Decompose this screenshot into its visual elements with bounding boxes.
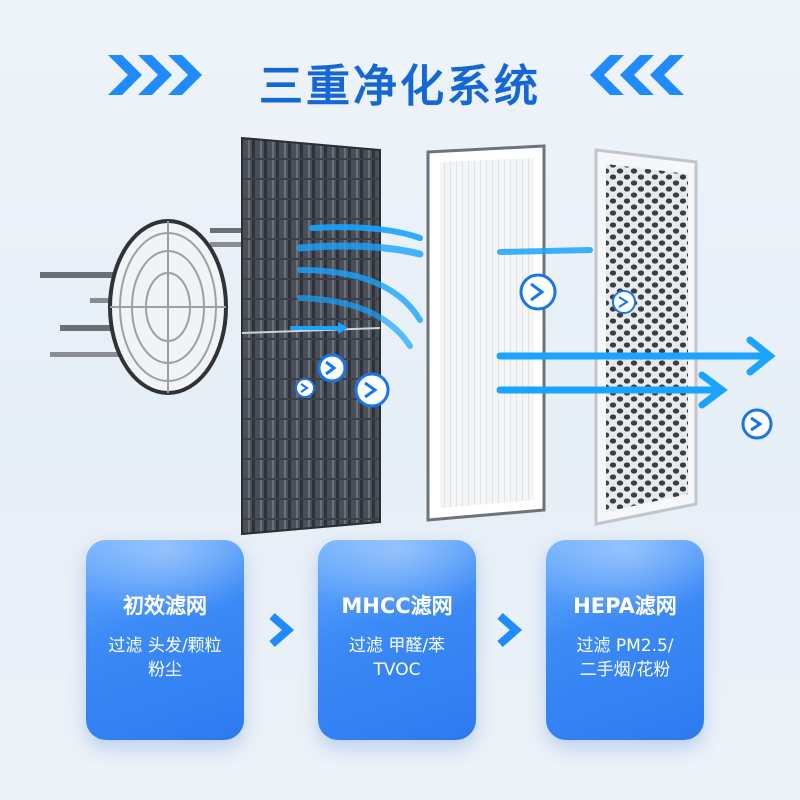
pre-filter-disc: [108, 219, 228, 395]
arrow-circle-icon: [295, 378, 315, 398]
filter-illustration: [40, 136, 776, 536]
card-title: 初效滤网: [123, 594, 207, 618]
arrow-circle-icon: [354, 372, 390, 408]
honeycomb-filter-panel: [594, 148, 698, 526]
card-desc-line: 粉尘: [148, 660, 182, 680]
page-title: 三重净化系统: [259, 61, 541, 112]
mhcc-filter-panel: [241, 136, 381, 536]
arrow-circle-icon: [741, 408, 773, 440]
chevron-right-icon: [108, 55, 202, 95]
card-pre-filter: 初效滤网 过滤 头发/颗粒 粉尘: [86, 540, 244, 740]
card-desc-line: 过滤 头发/颗粒: [108, 636, 222, 656]
card-title: MHCC滤网: [341, 594, 453, 618]
hepa-filter-panel: [426, 144, 546, 522]
chevron-right-icon: [497, 612, 523, 648]
card-desc-line: 二手烟/花粉: [579, 660, 671, 680]
card-mhcc-filter: MHCC滤网 过滤 甲醛/苯 TVOC: [318, 540, 476, 740]
card-desc-line: 过滤 PM2.5/: [576, 636, 674, 656]
arrow-circle-icon: [519, 273, 557, 311]
card-desc-line: TVOC: [373, 660, 421, 680]
card-description: 过滤 PM2.5/ 二手烟/花粉: [546, 634, 704, 682]
air-flow: [290, 224, 776, 409]
card-hepa-filter: HEPA滤网 过滤 PM2.5/ 二手烟/花粉: [546, 540, 704, 740]
arrow-circle-icon: [612, 290, 636, 314]
header: 三重净化系统: [0, 30, 800, 120]
arrow-circle-icon: [317, 353, 347, 383]
chevron-right-icon: [269, 612, 295, 648]
card-description: 过滤 甲醛/苯 TVOC: [318, 634, 476, 682]
chevron-left-icon: [590, 55, 684, 95]
card-desc-line: 过滤 甲醛/苯: [348, 636, 446, 656]
card-title: HEPA滤网: [573, 594, 677, 618]
card-description: 过滤 头发/颗粒 粉尘: [86, 634, 244, 682]
